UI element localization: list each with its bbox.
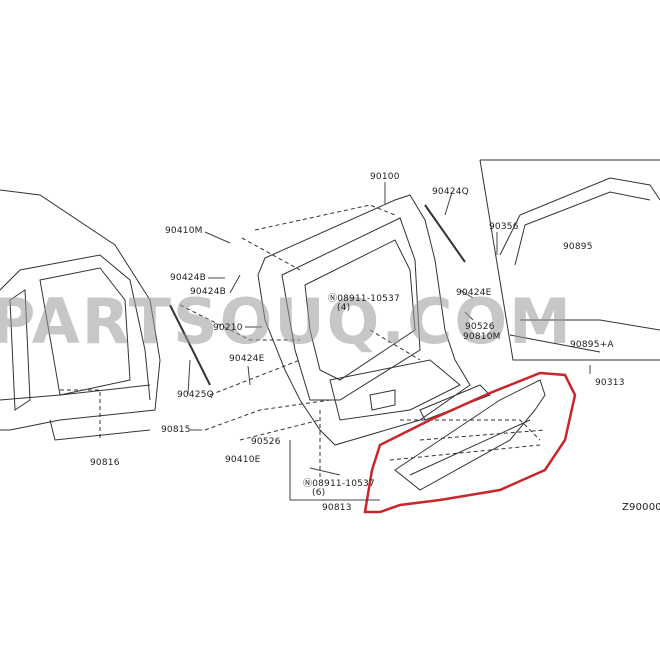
label-90424E-1: 90424E [456, 288, 492, 298]
label-90895: 90895 [563, 242, 593, 252]
label-90813: 90813 [322, 503, 352, 513]
leader-lines [187, 182, 591, 501]
gas-strut-left [169, 304, 211, 386]
figure-code: Z90000 [622, 502, 660, 513]
label-90425Q: 90425Q [177, 390, 214, 400]
gas-strut [424, 204, 466, 263]
label-90424B-1: 90424B [170, 273, 207, 283]
label-90410E: 90410E [225, 455, 261, 465]
label-90424Q: 90424Q [432, 187, 469, 197]
label-bolt-top-qty: (4) [337, 303, 351, 313]
label-90356: 90356 [489, 222, 519, 232]
label-90810M: 90810M [463, 332, 501, 342]
label-90895A: 90895+A [570, 340, 614, 350]
glass-panel [479, 159, 660, 361]
label-90313: 90313 [595, 378, 625, 388]
guide-lines [60, 204, 546, 480]
label-90100: 90100 [370, 172, 400, 182]
label-90526-2: 90526 [251, 437, 281, 447]
garnish-trim [394, 379, 546, 491]
watermark: PARTSOUQ.COM [0, 285, 573, 358]
label-bolt-bottom: Ⓝ08911-10537 [303, 479, 375, 489]
label-90424B-2: 90424B [190, 287, 227, 297]
label-90424E-2: 90424E [229, 354, 265, 364]
label-90410M: 90410M [165, 226, 203, 236]
label-bolt-bottom-qty: (6) [312, 488, 326, 498]
label-90526-1: 90526 [465, 322, 495, 332]
label-90816: 90816 [90, 458, 120, 468]
label-bolt-top: Ⓝ08911-10537 [328, 294, 400, 304]
label-90210: 90210 [213, 323, 243, 333]
vehicle-body [0, 189, 161, 441]
highlight-outline [363, 371, 577, 514]
tailgate [257, 194, 471, 446]
label-90815: 90815 [161, 425, 191, 435]
